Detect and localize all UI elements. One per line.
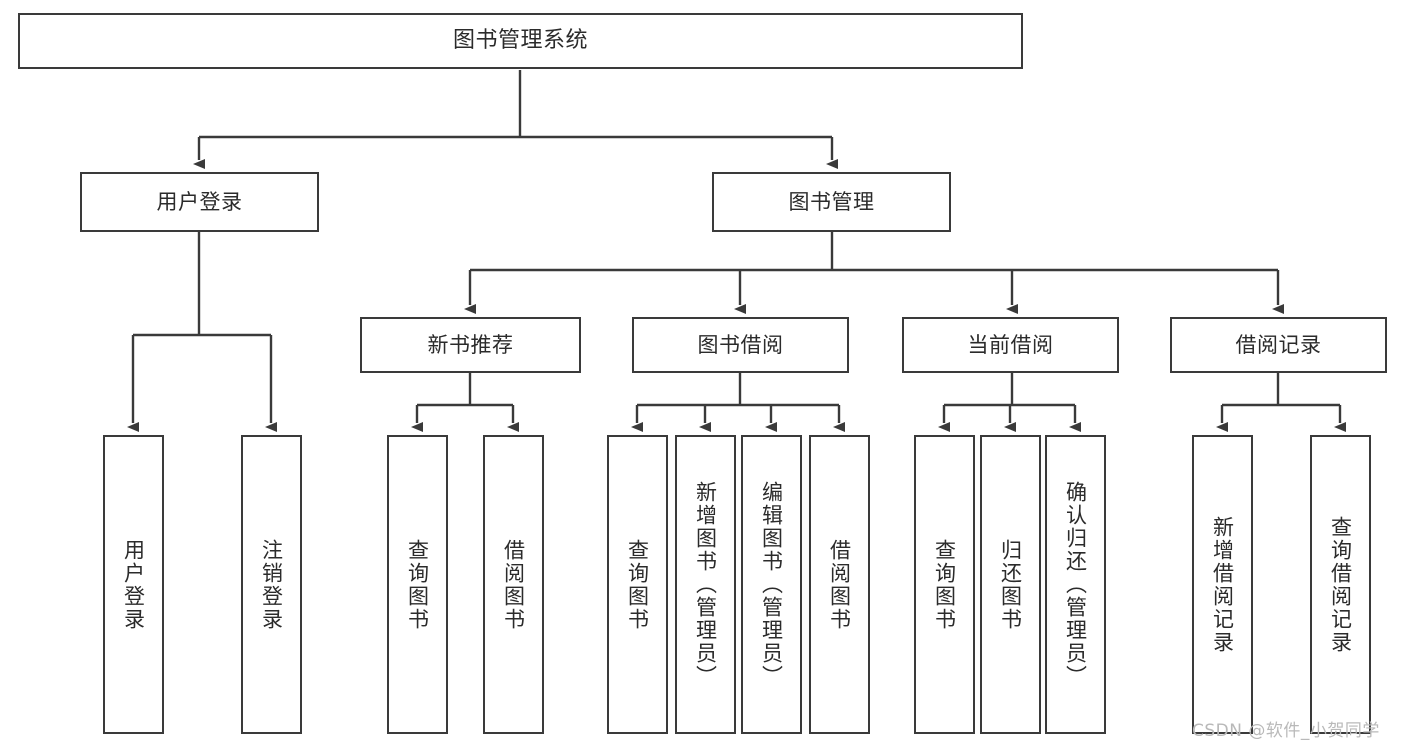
node-leaf-query-borrow-record[interactable]: 查询借阅记录	[1310, 435, 1371, 734]
node-label: 查询借阅记录	[1328, 515, 1353, 654]
node-label: 借阅图书	[827, 538, 852, 631]
node-borrow-record[interactable]: 借阅记录	[1170, 317, 1387, 373]
node-book-management[interactable]: 图书管理	[712, 172, 951, 232]
node-label: 图书借阅	[697, 332, 784, 357]
node-label: 注销登录	[259, 538, 284, 631]
node-label: 借阅记录	[1235, 332, 1322, 357]
node-book-borrow[interactable]: 图书借阅	[632, 317, 849, 373]
node-leaf-add-book-admin[interactable]: 新增图书（管理员）	[675, 435, 736, 734]
node-current-borrow[interactable]: 当前借阅	[902, 317, 1119, 373]
node-label: 用户登录	[121, 538, 146, 631]
node-leaf-borrow-book[interactable]: 借阅图书	[809, 435, 870, 734]
node-label: 查询图书	[405, 538, 430, 631]
node-label: 图书管理系统	[452, 28, 588, 54]
node-leaf-return-book[interactable]: 归还图书	[980, 435, 1041, 734]
node-leaf-user-login[interactable]: 用户登录	[103, 435, 164, 734]
node-leaf-query-book-recommend[interactable]: 查询图书	[387, 435, 448, 734]
node-label: 查询图书	[932, 538, 957, 631]
node-leaf-query-book-borrow[interactable]: 查询图书	[607, 435, 668, 734]
node-label: 用户登录	[156, 189, 243, 214]
node-label: 确认归还（管理员）	[1063, 481, 1088, 688]
csdn-watermark: CSDN @软件_小贺同学	[1192, 721, 1380, 741]
node-label: 查询图书	[625, 538, 650, 631]
node-user-login[interactable]: 用户登录	[80, 172, 319, 232]
node-leaf-logout[interactable]: 注销登录	[241, 435, 302, 734]
node-leaf-edit-book-admin[interactable]: 编辑图书（管理员）	[741, 435, 802, 734]
node-new-book-recommend[interactable]: 新书推荐	[360, 317, 581, 373]
node-label: 当前借阅	[967, 332, 1054, 357]
node-label: 编辑图书（管理员）	[759, 481, 784, 688]
node-label: 归还图书	[998, 538, 1023, 631]
node-label: 新增图书（管理员）	[693, 481, 718, 688]
node-label: 新增借阅记录	[1210, 515, 1235, 654]
node-label: 图书管理	[788, 189, 875, 214]
node-leaf-confirm-return-admin[interactable]: 确认归还（管理员）	[1045, 435, 1106, 734]
node-leaf-borrow-book-recommend[interactable]: 借阅图书	[483, 435, 544, 734]
node-label: 新书推荐	[427, 332, 514, 357]
node-leaf-query-book-current[interactable]: 查询图书	[914, 435, 975, 734]
node-label: 借阅图书	[501, 538, 526, 631]
node-root-library-management-system[interactable]: 图书管理系统	[18, 13, 1023, 69]
node-leaf-add-borrow-record[interactable]: 新增借阅记录	[1192, 435, 1253, 734]
